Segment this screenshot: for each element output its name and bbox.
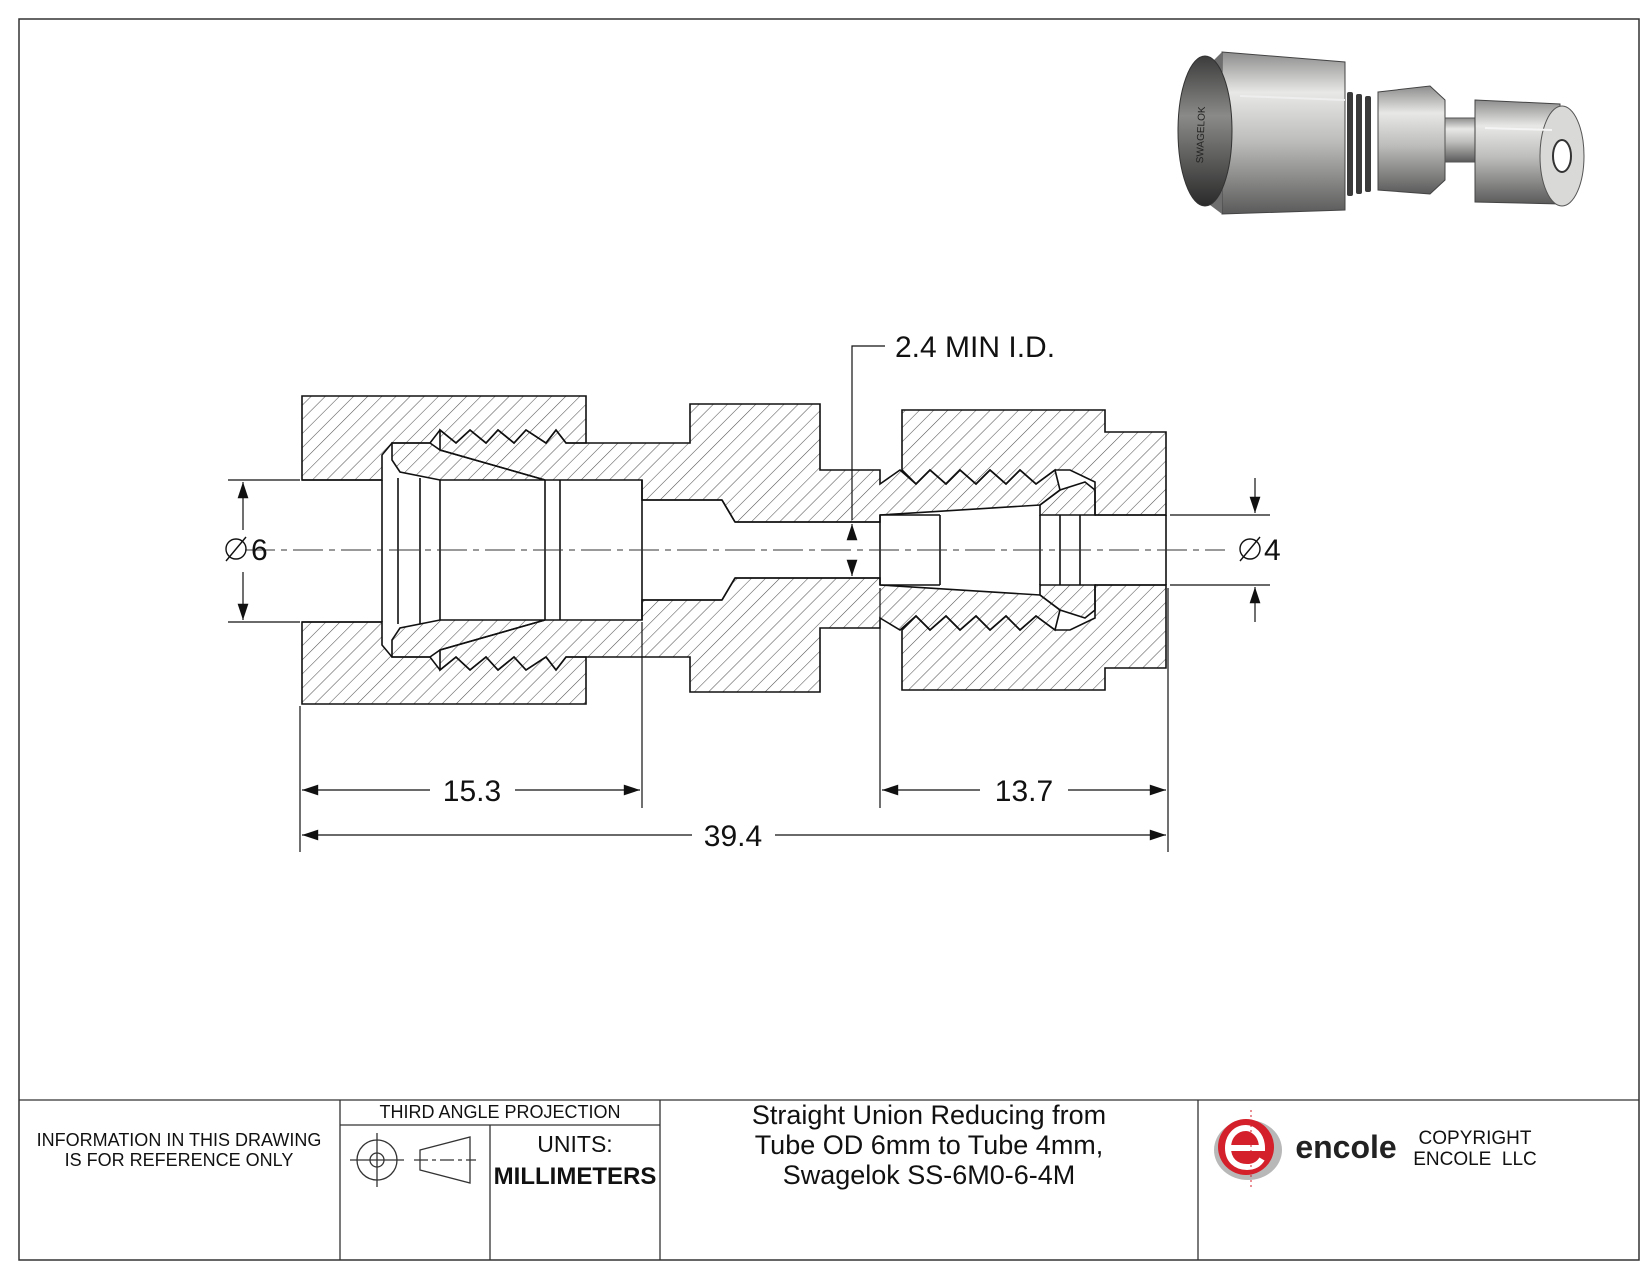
copyright-line2: ENCOLE LLC <box>1413 1149 1537 1170</box>
drawing-title: Straight Union Reducing from Tube OD 6mm… <box>662 1098 1196 1194</box>
projection-label: THIRD ANGLE PROJECTION <box>379 1102 621 1123</box>
right-nut-lower-section <box>901 584 1167 691</box>
left-length-value: 15.3 <box>443 775 501 808</box>
units-label: UNITS: <box>537 1131 613 1158</box>
encole-logo-text: encole <box>1295 1129 1397 1166</box>
diameter-symbol-left <box>225 536 247 562</box>
diameter-symbol-right <box>1239 536 1261 562</box>
title-block <box>19 1099 1639 1260</box>
copyright-note: COPYRIGHT ENCOLE LLC <box>1410 1127 1540 1173</box>
copyright-line1: COPYRIGHT <box>1418 1128 1532 1150</box>
encole-logo-mark <box>1214 1110 1282 1190</box>
right-nut-upper-section <box>901 409 1167 516</box>
left-diameter-value: 6 <box>251 534 268 567</box>
units-value: MILLIMETERS <box>493 1162 657 1190</box>
brand-marking: SWAGELOK <box>1195 106 1208 164</box>
left-front-ferrule-upper <box>391 442 546 481</box>
reference-note-line1: INFORMATION IN THIS DRAWING <box>36 1130 322 1151</box>
fitting-product-image: SWAGELOK <box>1177 51 1585 215</box>
min-id-note: 2.4 MIN I.D. <box>895 331 1055 364</box>
left-front-ferrule-lower <box>391 619 546 658</box>
right-diameter-value: 4 <box>1264 534 1281 567</box>
reference-note-line2: IS FOR REFERENCE ONLY <box>64 1150 294 1170</box>
drawing-title-line1: Straight Union Reducing from <box>751 1100 1107 1131</box>
overall-length-value: 39.4 <box>704 820 762 853</box>
drawing-title-line3: Swagelok SS-6M0-6-4M <box>782 1159 1076 1190</box>
third-angle-projection-symbol <box>350 1133 476 1187</box>
drawing-title-line2: Tube OD 6mm to Tube 4mm, <box>754 1130 1104 1161</box>
right-length-value: 13.7 <box>995 775 1053 808</box>
section-view <box>245 395 1225 705</box>
dimensions <box>228 345 1270 852</box>
reference-note: INFORMATION IN THIS DRAWING IS FOR REFER… <box>20 1126 338 1176</box>
sheet-border <box>18 18 1640 1261</box>
